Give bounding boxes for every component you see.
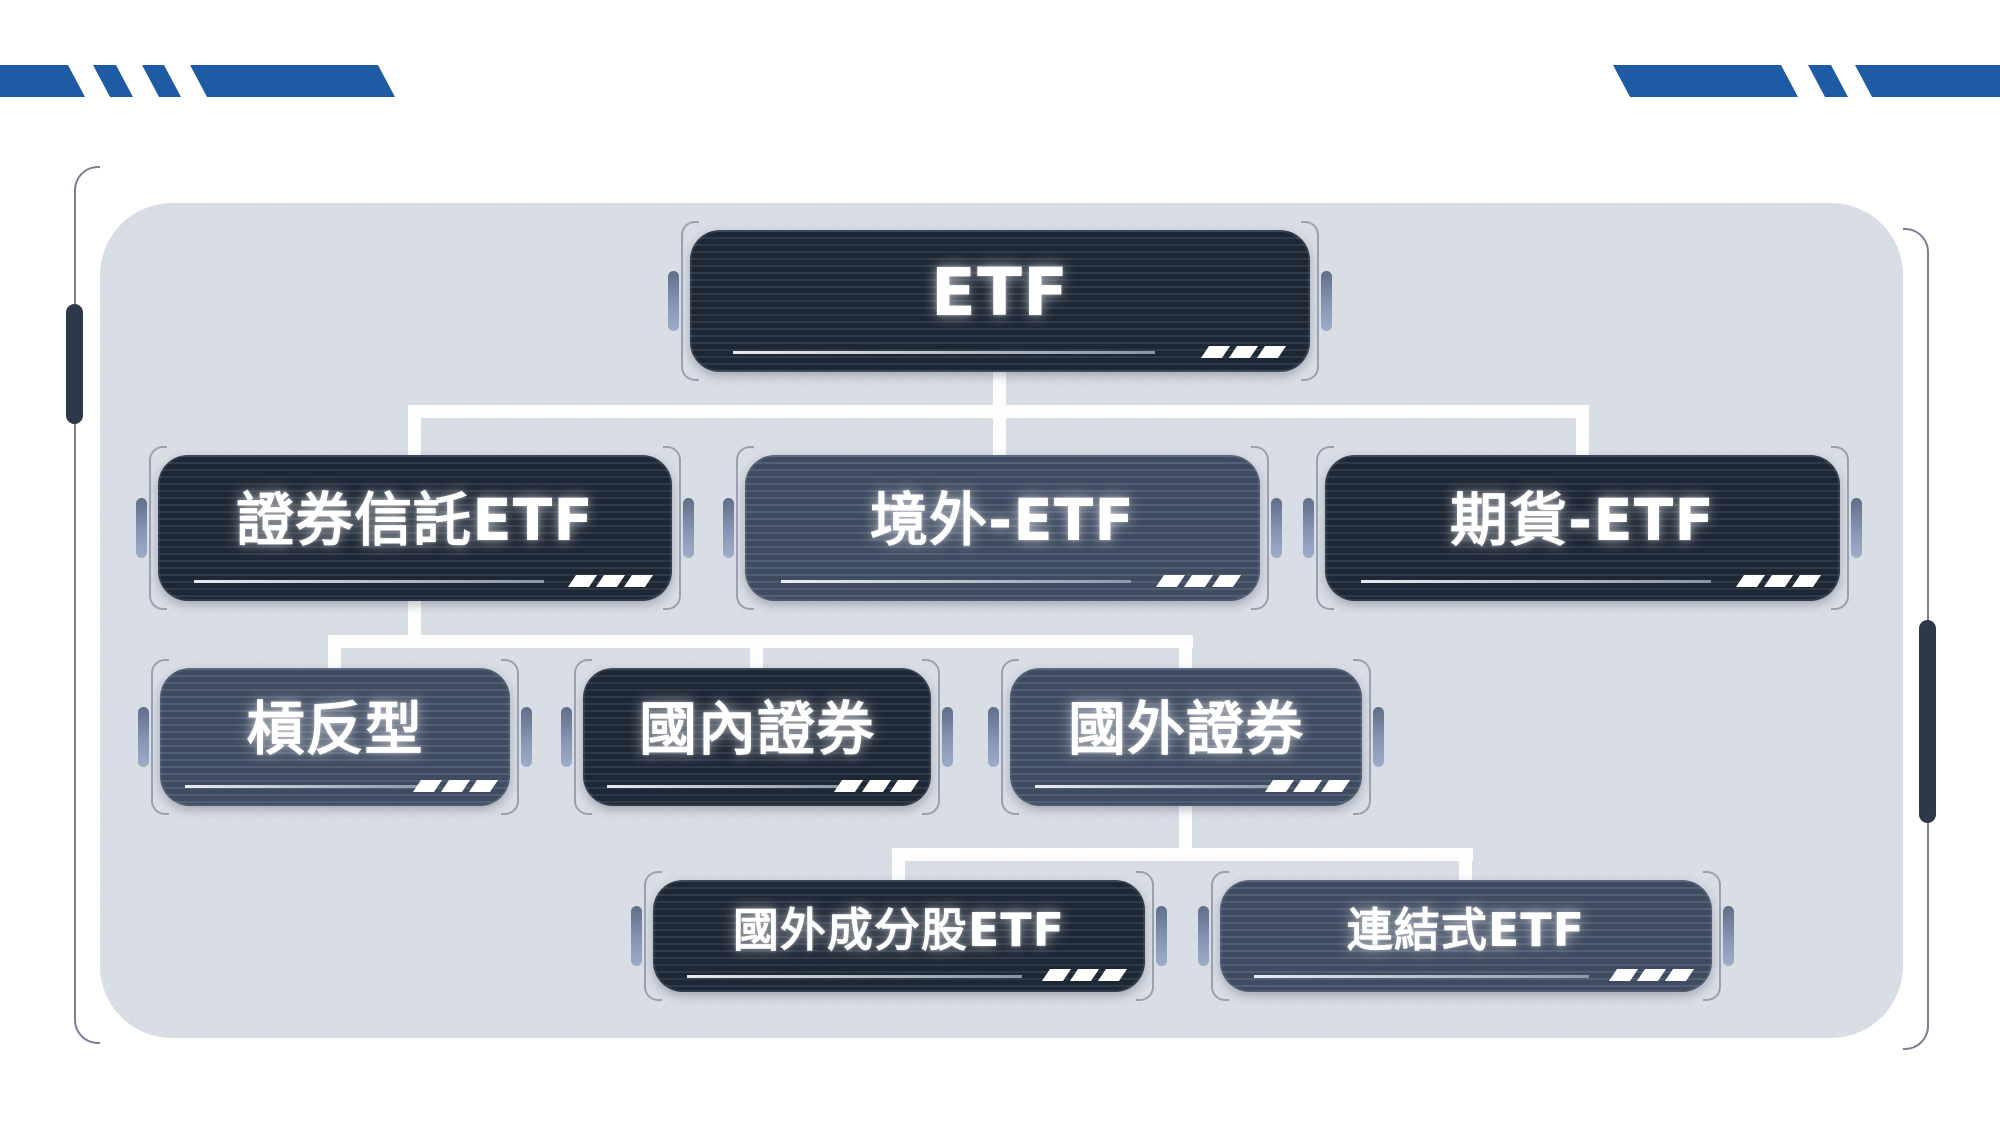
bracket-icon	[736, 446, 754, 610]
node-linked-etf: 連結式ETF	[1198, 871, 1734, 1001]
accent-bar	[190, 65, 396, 97]
side-pill-icon	[1373, 707, 1384, 767]
underline	[184, 785, 423, 788]
side-pill-icon	[1723, 906, 1734, 966]
side-pill-icon	[668, 271, 679, 331]
bracket-icon	[922, 659, 940, 815]
side-pill-icon	[683, 498, 694, 558]
bracket-icon	[1831, 446, 1849, 610]
side-pill-icon	[1156, 906, 1167, 966]
underline-dashes-icon	[567, 575, 653, 587]
bracket-icon	[644, 871, 662, 1001]
bracket-icon	[151, 659, 169, 815]
underline	[1254, 975, 1589, 978]
connector-drop-leveraged	[328, 635, 341, 673]
accent-bar	[0, 65, 86, 97]
node-label: 槓反型	[246, 695, 424, 763]
edge-pill-left	[66, 304, 83, 424]
underline-dashes-icon	[1608, 969, 1694, 981]
side-pill-icon	[631, 906, 642, 966]
connector-drop-securities-trust	[408, 405, 421, 460]
accent-slash	[93, 65, 134, 97]
underline	[607, 785, 844, 788]
node-label: 境外-ETF	[870, 486, 1135, 554]
connector-drop-foreign	[1179, 635, 1192, 673]
underline-dashes-icon	[1735, 575, 1821, 587]
side-pill-icon	[1271, 498, 1282, 558]
corner-hook-icon	[1903, 1014, 1929, 1050]
underline	[687, 975, 1022, 978]
connector-foreign-down	[1179, 806, 1192, 861]
accent-bar	[1613, 65, 1799, 97]
node-label: 國外成分股ETF	[732, 903, 1066, 957]
node-foreign-component-stock-etf: 國外成分股ETF	[631, 871, 1167, 1001]
node-label: ETF	[930, 254, 1070, 331]
connector-drop-linked	[1459, 848, 1472, 885]
side-pill-icon	[1851, 498, 1862, 558]
connector-rail-level4	[892, 848, 1473, 861]
connector-drop-futures	[1576, 405, 1589, 460]
underline	[193, 580, 544, 583]
node-etf: ETF	[668, 221, 1332, 381]
edge-line-left	[74, 198, 76, 1010]
bracket-icon	[149, 446, 167, 610]
node-label: 國內證券	[638, 695, 875, 763]
connector-rail-level2	[408, 405, 1589, 418]
bracket-icon	[1301, 221, 1319, 381]
bracket-icon	[1316, 446, 1334, 610]
bracket-icon	[681, 221, 699, 381]
side-pill-icon	[723, 498, 734, 558]
bracket-icon	[1703, 871, 1721, 1001]
node-label: 連結式ETF	[1346, 903, 1586, 957]
accent-bar	[1855, 65, 2000, 97]
connector-drop-foreign-component	[892, 848, 905, 885]
node-label: 期貨-ETF	[1450, 486, 1715, 554]
side-pill-icon	[1303, 498, 1314, 558]
node-foreign-securities: 國外證券	[988, 659, 1384, 815]
underline	[733, 351, 1155, 354]
node-futures-etf: 期貨-ETF	[1303, 446, 1862, 610]
bracket-icon	[501, 659, 519, 815]
accent-slash	[142, 65, 182, 97]
node-offshore-etf: 境外-ETF	[723, 446, 1282, 610]
bracket-icon	[1211, 871, 1229, 1001]
bracket-icon	[663, 446, 681, 610]
corner-hook-icon	[74, 1008, 100, 1044]
corner-hook-icon	[74, 166, 100, 202]
bracket-icon	[1251, 446, 1269, 610]
side-pill-icon	[988, 707, 999, 767]
underline	[1034, 785, 1274, 788]
node-leveraged-inverse: 槓反型	[138, 659, 532, 815]
underline-dashes-icon	[1041, 969, 1127, 981]
edge-pill-right	[1919, 620, 1936, 823]
side-pill-icon	[138, 707, 149, 767]
corner-hook-icon	[1903, 228, 1929, 264]
bracket-icon	[1353, 659, 1371, 815]
side-pill-icon	[136, 498, 147, 558]
underline	[781, 580, 1132, 583]
side-pill-icon	[521, 707, 532, 767]
underline-dashes-icon	[1201, 346, 1287, 358]
side-pill-icon	[942, 707, 953, 767]
bracket-icon	[1001, 659, 1019, 815]
bracket-icon	[1136, 871, 1154, 1001]
node-domestic-securities: 國內證券	[561, 659, 953, 815]
side-pill-icon	[561, 707, 572, 767]
underline-dashes-icon	[1265, 780, 1351, 792]
underline-dashes-icon	[413, 780, 499, 792]
underline-dashes-icon	[1155, 575, 1241, 587]
underline	[1361, 580, 1712, 583]
connector-drop-domestic	[750, 635, 763, 673]
accent-slash	[1808, 65, 1849, 97]
node-label: 國外證券	[1067, 695, 1304, 763]
side-pill-icon	[1198, 906, 1209, 966]
node-label: 證券信託ETF	[236, 486, 594, 554]
underline-dashes-icon	[834, 780, 920, 792]
node-securities-trust-etf: 證券信託ETF	[136, 446, 694, 610]
bracket-icon	[574, 659, 592, 815]
side-pill-icon	[1321, 271, 1332, 331]
